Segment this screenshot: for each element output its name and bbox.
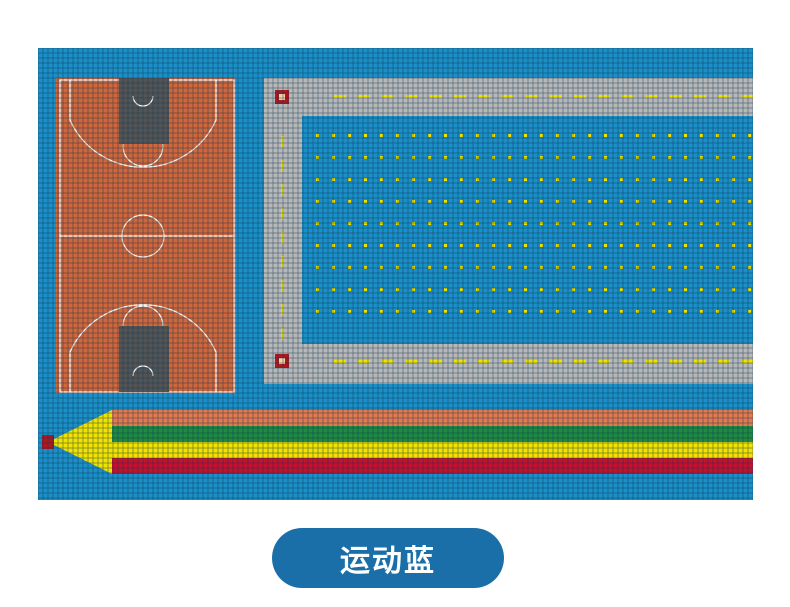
floor-tile-mosaic — [38, 48, 753, 500]
product-label-pill: 运动蓝 — [272, 528, 504, 588]
product-label-text: 运动蓝 — [340, 544, 436, 579]
tile-grid-overlay — [38, 48, 753, 500]
sports-floor-graphic — [38, 48, 753, 500]
